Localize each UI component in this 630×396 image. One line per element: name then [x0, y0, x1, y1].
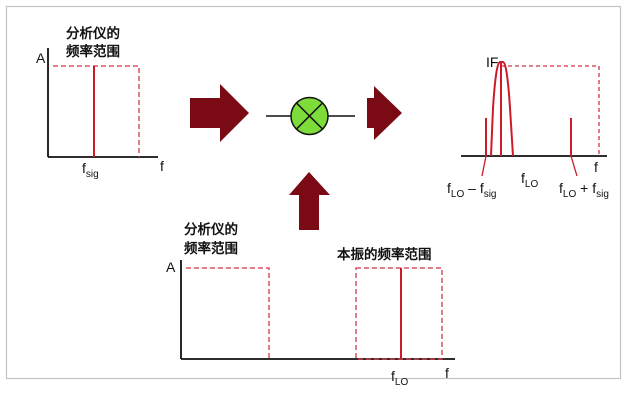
panel1-analyzer-range — [53, 65, 140, 157]
panel1-title-line1: 分析仪的 — [66, 25, 120, 42]
lo-range-box — [355, 267, 443, 360]
output-x-axis-label: f — [594, 159, 598, 175]
difference-frequency-label: fLO – fsig — [447, 180, 497, 200]
panel1-x-axis-label: f — [160, 158, 164, 174]
panel1-y-axis-label: A — [36, 50, 46, 66]
mixer-icon — [266, 96, 355, 136]
output-if-range — [501, 65, 600, 156]
if-label: IF — [486, 54, 498, 70]
block-arrow-icon — [289, 172, 330, 230]
panel2-title-line1: 分析仪的 — [184, 221, 238, 238]
difference-pointer — [481, 155, 487, 177]
lo-spectrum-panel: 分析仪的 频率范围 A 本振的频率范围 fLO f — [166, 221, 455, 388]
lo-range-title: 本振的频率范围 — [337, 246, 432, 263]
panel2-x-axis-label: f — [445, 365, 449, 381]
output-lo-label: fLO — [521, 170, 538, 190]
signal-label: fsig — [82, 160, 99, 180]
lo-label: fLO — [391, 368, 408, 388]
sum-pointer — [570, 155, 578, 177]
sum-frequency-label: fLO + fsig — [559, 180, 609, 200]
panel2-y-axis-label: A — [166, 259, 176, 275]
output-spectrum-panel: IF fLO – fsig fLO fLO + fsig f — [447, 54, 609, 200]
panel2-analyzer-range — [186, 267, 270, 359]
input-spectrum-panel: 分析仪的 频率范围 A fsig f — [36, 25, 164, 180]
panel2-title-line2: 频率范围 — [184, 240, 238, 257]
panel1-title-line2: 频率范围 — [66, 43, 120, 60]
block-arrow-icon — [367, 86, 402, 140]
block-arrow-icon — [190, 84, 249, 142]
